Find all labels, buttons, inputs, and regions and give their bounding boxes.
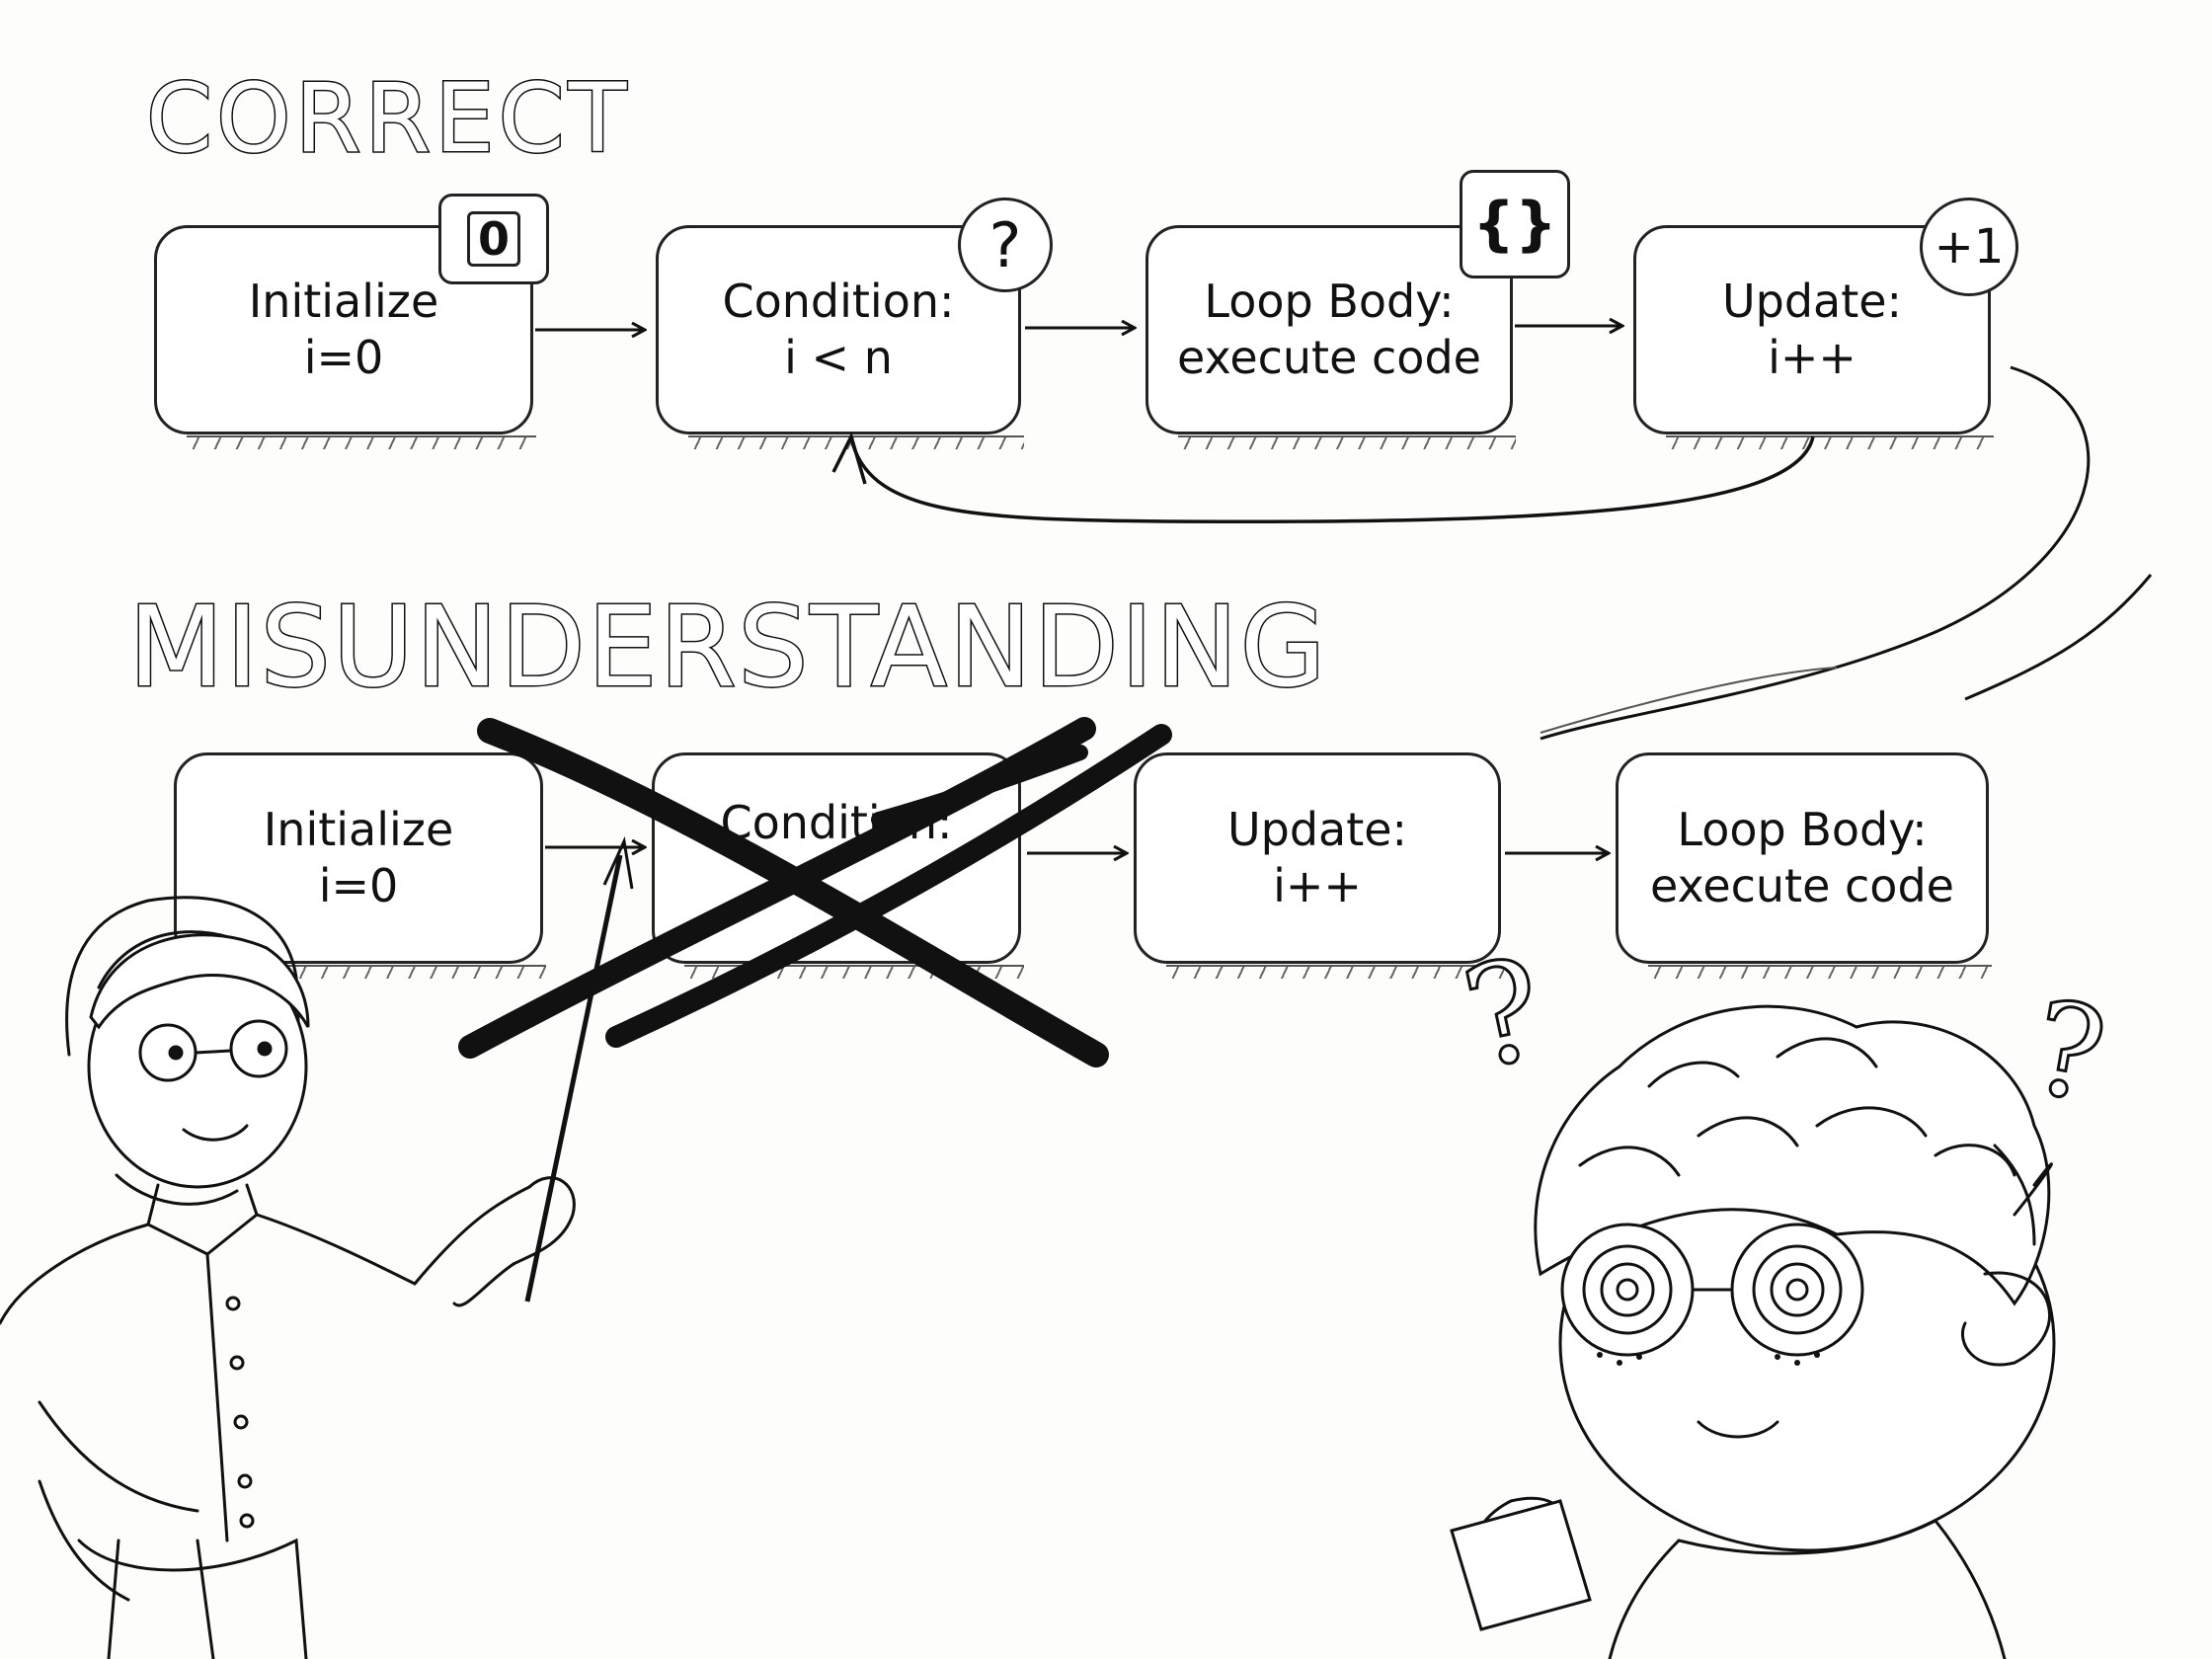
step-value: i++	[1768, 331, 1856, 384]
ground-hatch	[187, 435, 536, 449]
step-value: i=0	[318, 859, 399, 912]
question-mark-left: ?	[1450, 926, 1558, 1102]
step-label: Initialize	[263, 802, 454, 856]
step-label: Initialize	[248, 274, 439, 328]
ground-hatch	[206, 965, 546, 979]
freckles	[1597, 1352, 1820, 1366]
wrong-step-update: Update: i++	[1134, 752, 1504, 979]
wrong-step-condition: Condition:	[652, 752, 1024, 979]
step-label: Loop Body:	[1204, 274, 1455, 328]
step-label: Update:	[1721, 274, 1903, 328]
misunderstanding-title: MISUNDERSTANDING	[126, 584, 1328, 712]
counter-icon: 0	[438, 194, 549, 284]
plus-one-icon-glyph: +1	[1934, 219, 2005, 275]
braces-icon: {}	[1460, 170, 1570, 278]
step-value: execute code	[1650, 859, 1954, 912]
ground-hatch	[684, 965, 1024, 979]
plus-one-icon: +1	[1920, 198, 2018, 296]
counter-icon-digit: 0	[466, 210, 520, 268]
pointer-stick-tip	[602, 835, 634, 890]
ground-hatch	[1178, 435, 1516, 449]
step-value: i++	[1273, 859, 1362, 912]
step-value: i=0	[303, 331, 384, 384]
step-label: Condition:	[720, 796, 953, 849]
swoosh-stroke-2	[1540, 667, 1838, 734]
step-value: i < n	[784, 331, 893, 384]
wrong-step-loop-body: Loop Body: execute code	[1616, 752, 1992, 979]
swoosh-stroke	[1964, 574, 2153, 701]
wrong-step-initialize: Initialize i=0	[174, 752, 546, 979]
ground-hatch	[1648, 965, 1992, 979]
teacher-figure	[0, 896, 576, 1659]
question-icon-glyph: ?	[988, 208, 1022, 281]
correct-title: CORRECT	[144, 63, 631, 174]
ground-hatch	[688, 435, 1024, 449]
student-figure	[1450, 1004, 2056, 1659]
question-mark-right: ?	[2020, 971, 2117, 1134]
ground-hatch	[1666, 435, 1994, 449]
braces-icon-glyph: {}	[1472, 190, 1557, 259]
step-label: Condition:	[722, 274, 955, 328]
ground-hatch	[1166, 965, 1504, 979]
question-icon: ?	[958, 198, 1053, 292]
step-label: Update:	[1226, 802, 1408, 856]
correct-step-loop-body: Loop Body: execute code	[1146, 225, 1516, 449]
step-value: execute code	[1177, 331, 1481, 384]
step-label: Loop Body:	[1677, 802, 1928, 856]
